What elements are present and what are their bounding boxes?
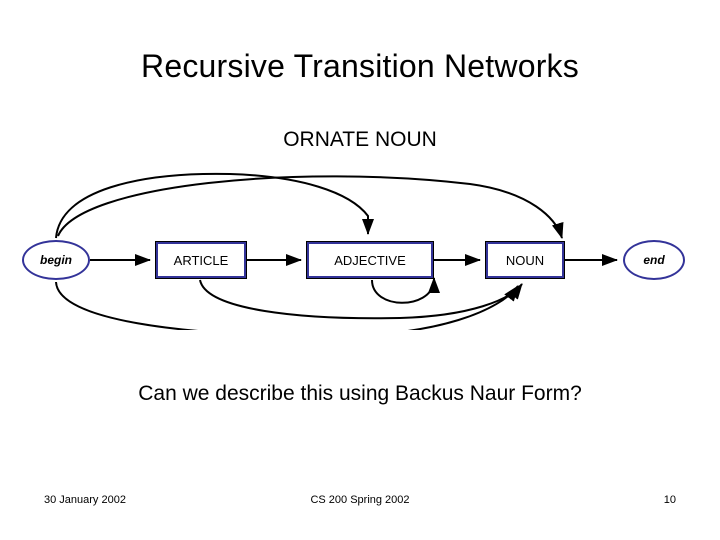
footer-course: CS 200 Spring 2002 <box>310 494 410 506</box>
node-end[interactable]: end <box>623 240 685 280</box>
page-title: Recursive Transition Networks <box>141 48 579 84</box>
footer-page-number: 10 <box>663 494 676 506</box>
node-noun[interactable]: NOUN <box>485 241 565 279</box>
footer-date: 30 January 2002 <box>44 494 126 506</box>
diagram-subtitle: ORNATE NOUN <box>283 128 437 151</box>
node-end-label: end <box>643 253 665 267</box>
node-article-label: ARTICLE <box>173 252 229 268</box>
node-begin-label: begin <box>40 253 72 267</box>
transition-network-diagram: begin ARTICLE ADJECTIVE NOUN end <box>0 160 720 330</box>
diagram-edges <box>55 172 618 330</box>
question-text: Can we describe this using Backus Naur F… <box>138 382 582 405</box>
node-adjective[interactable]: ADJECTIVE <box>306 241 434 279</box>
node-noun-label: NOUN <box>505 252 545 268</box>
node-adjective-label: ADJECTIVE <box>334 252 406 268</box>
node-article[interactable]: ARTICLE <box>155 241 247 279</box>
node-begin[interactable]: begin <box>22 240 90 280</box>
